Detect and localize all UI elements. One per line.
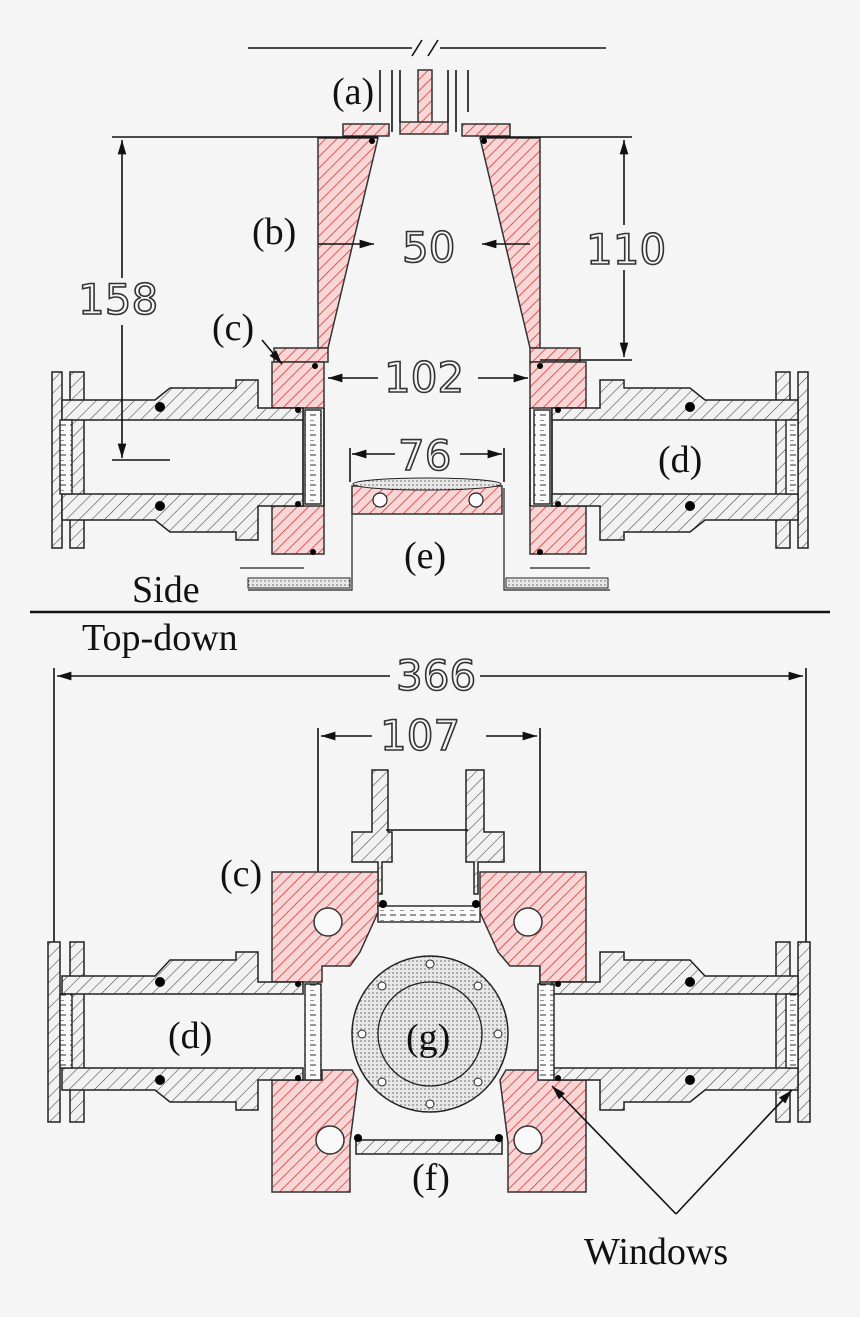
label-a: (a) <box>332 71 374 113</box>
sample-disc <box>351 955 509 1113</box>
label-windows: Windows <box>584 1231 728 1273</box>
label-side: Side <box>132 569 200 611</box>
label-g: (g) <box>406 1017 450 1059</box>
dimension-366 <box>53 668 807 960</box>
cone-section <box>273 137 581 363</box>
label-top-down: Top-down <box>82 617 238 659</box>
label-b: (b) <box>252 211 296 253</box>
side-arm-left-side <box>51 371 304 549</box>
mount-blocks-side <box>271 361 587 555</box>
windows-arrows <box>551 1085 793 1215</box>
side-arm-left-top <box>47 941 322 1123</box>
dim-76: 76 <box>398 431 451 480</box>
dim-110: 110 <box>586 225 666 274</box>
label-c-top: (c) <box>220 853 262 895</box>
dim-50: 50 <box>402 223 455 272</box>
label-d-top: (d) <box>168 1015 212 1057</box>
dim-107: 107 <box>380 711 460 760</box>
label-d-side: (d) <box>658 439 702 481</box>
dim-158: 158 <box>78 275 158 324</box>
side-arm-right-top <box>537 941 811 1123</box>
dimension-lines-side <box>112 136 632 482</box>
label-f: (f) <box>412 1157 450 1199</box>
dim-366: 366 <box>396 651 476 700</box>
dim-102: 102 <box>384 353 464 402</box>
inlet-tube <box>342 69 511 137</box>
label-e: (e) <box>404 535 446 577</box>
side-arm-right-side <box>551 371 809 549</box>
break-line <box>248 39 606 57</box>
side-view: (a) (b) (c) (d) (e) Side 50 110 158 102 … <box>51 39 809 611</box>
label-c-side: (c) <box>212 307 254 349</box>
sample-stage <box>240 477 610 591</box>
top-down-view: Top-down 366 107 <box>47 617 811 1273</box>
top-inlet-flange <box>351 769 505 895</box>
